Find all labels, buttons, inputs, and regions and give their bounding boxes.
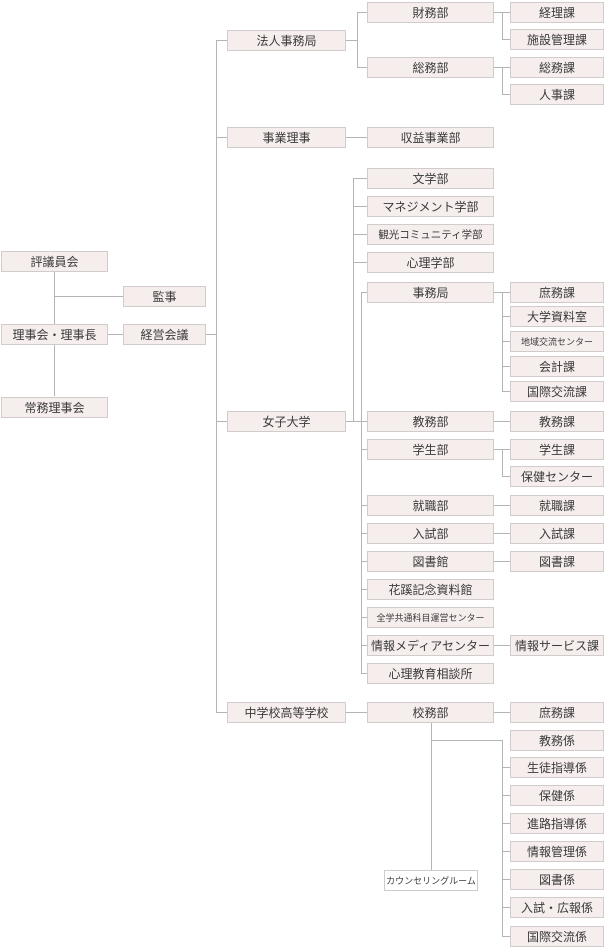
riji-box: 理事会・理事長 <box>1 324 108 345</box>
nyushibu-box: 入試部 <box>367 523 494 544</box>
keirika-box: 経理課 <box>510 2 604 23</box>
joho-kanrigakari-box: 情報管理係 <box>510 841 604 862</box>
seito-shidogakari-box: 生徒指導係 <box>510 757 604 778</box>
toshoka-box: 図書課 <box>510 551 604 572</box>
school-shomuka-box: 庶務課 <box>510 702 604 723</box>
jigyo-riji-box: 事業理事 <box>227 127 346 148</box>
toshogakari-box: 図書係 <box>510 869 604 890</box>
chuko-box: 中学校高等学校 <box>227 702 346 723</box>
nyushika-box: 入試課 <box>510 523 604 544</box>
shinro-shidogakari-box: 進路指導係 <box>510 813 604 834</box>
kyomubu-box: 教務部 <box>367 411 494 432</box>
jomu-box: 常務理事会 <box>1 397 108 418</box>
kanko-community-gakubu-box: 観光コミュニティ学部 <box>367 224 494 245</box>
bungakubu-box: 文学部 <box>367 168 494 189</box>
hojin-box: 法人事務局 <box>227 30 346 51</box>
shueki-jigyobu-box: 収益事業部 <box>367 127 494 148</box>
kanji-box: 監事 <box>123 286 206 307</box>
shisetsu-kanrika-box: 施設管理課 <box>510 29 604 50</box>
gakuseibu-box: 学生部 <box>367 439 494 460</box>
kaikeika-box: 会計課 <box>510 356 604 377</box>
kyomugakari-box: 教務係 <box>510 730 604 751</box>
nyushi-kohogakari-box: 入試・広報係 <box>510 897 604 918</box>
kokusai-koryugakari-box: 国際交流係 <box>510 926 604 947</box>
toshokan-box: 図書館 <box>367 551 494 572</box>
joshi-daigaku-box: 女子大学 <box>227 411 346 432</box>
management-gakubu-box: マネジメント学部 <box>367 196 494 217</box>
hokengakari-box: 保健係 <box>510 785 604 806</box>
keiei-box: 経営会議 <box>123 324 206 345</box>
komubu-box: 校務部 <box>367 702 494 723</box>
kakei-kinen-shiryokan-box: 花蹊記念資料館 <box>367 579 494 600</box>
hoken-center-box: 保健センター <box>510 466 604 487</box>
shushokubu-box: 就職部 <box>367 495 494 516</box>
jinjika-box: 人事課 <box>510 84 604 105</box>
gakuseika-box: 学生課 <box>510 439 604 460</box>
zengaku-kyotsu-center-box: 全学共通科目運営センター <box>367 607 494 628</box>
counseling-room-box: カウンセリングルーム <box>384 870 478 891</box>
hyogiinkai-box: 評議員会 <box>1 251 108 272</box>
daigaku-shiryoshitsu-box: 大学資料室 <box>510 306 604 327</box>
kyomuka-box: 教務課 <box>510 411 604 432</box>
shinri-kyoiku-sodanjo-box: 心理教育相談所 <box>367 663 494 684</box>
shushokuka-box: 就職課 <box>510 495 604 516</box>
somubu-box: 総務部 <box>367 57 494 78</box>
somuka-box: 総務課 <box>510 57 604 78</box>
joho-media-center-box: 情報メディアセンター <box>367 635 494 656</box>
jimukyoku-box: 事務局 <box>367 282 494 303</box>
chiiki-koryu-center-box: 地域交流センター <box>510 331 604 352</box>
kokusai-koryuka-box: 国際交流課 <box>510 381 604 402</box>
joho-service-ka-box: 情報サービス課 <box>510 635 604 656</box>
shomuka-box: 庶務課 <box>510 282 604 303</box>
shinri-gakubu-box: 心理学部 <box>367 252 494 273</box>
zaimubu-box: 財務部 <box>367 2 494 23</box>
